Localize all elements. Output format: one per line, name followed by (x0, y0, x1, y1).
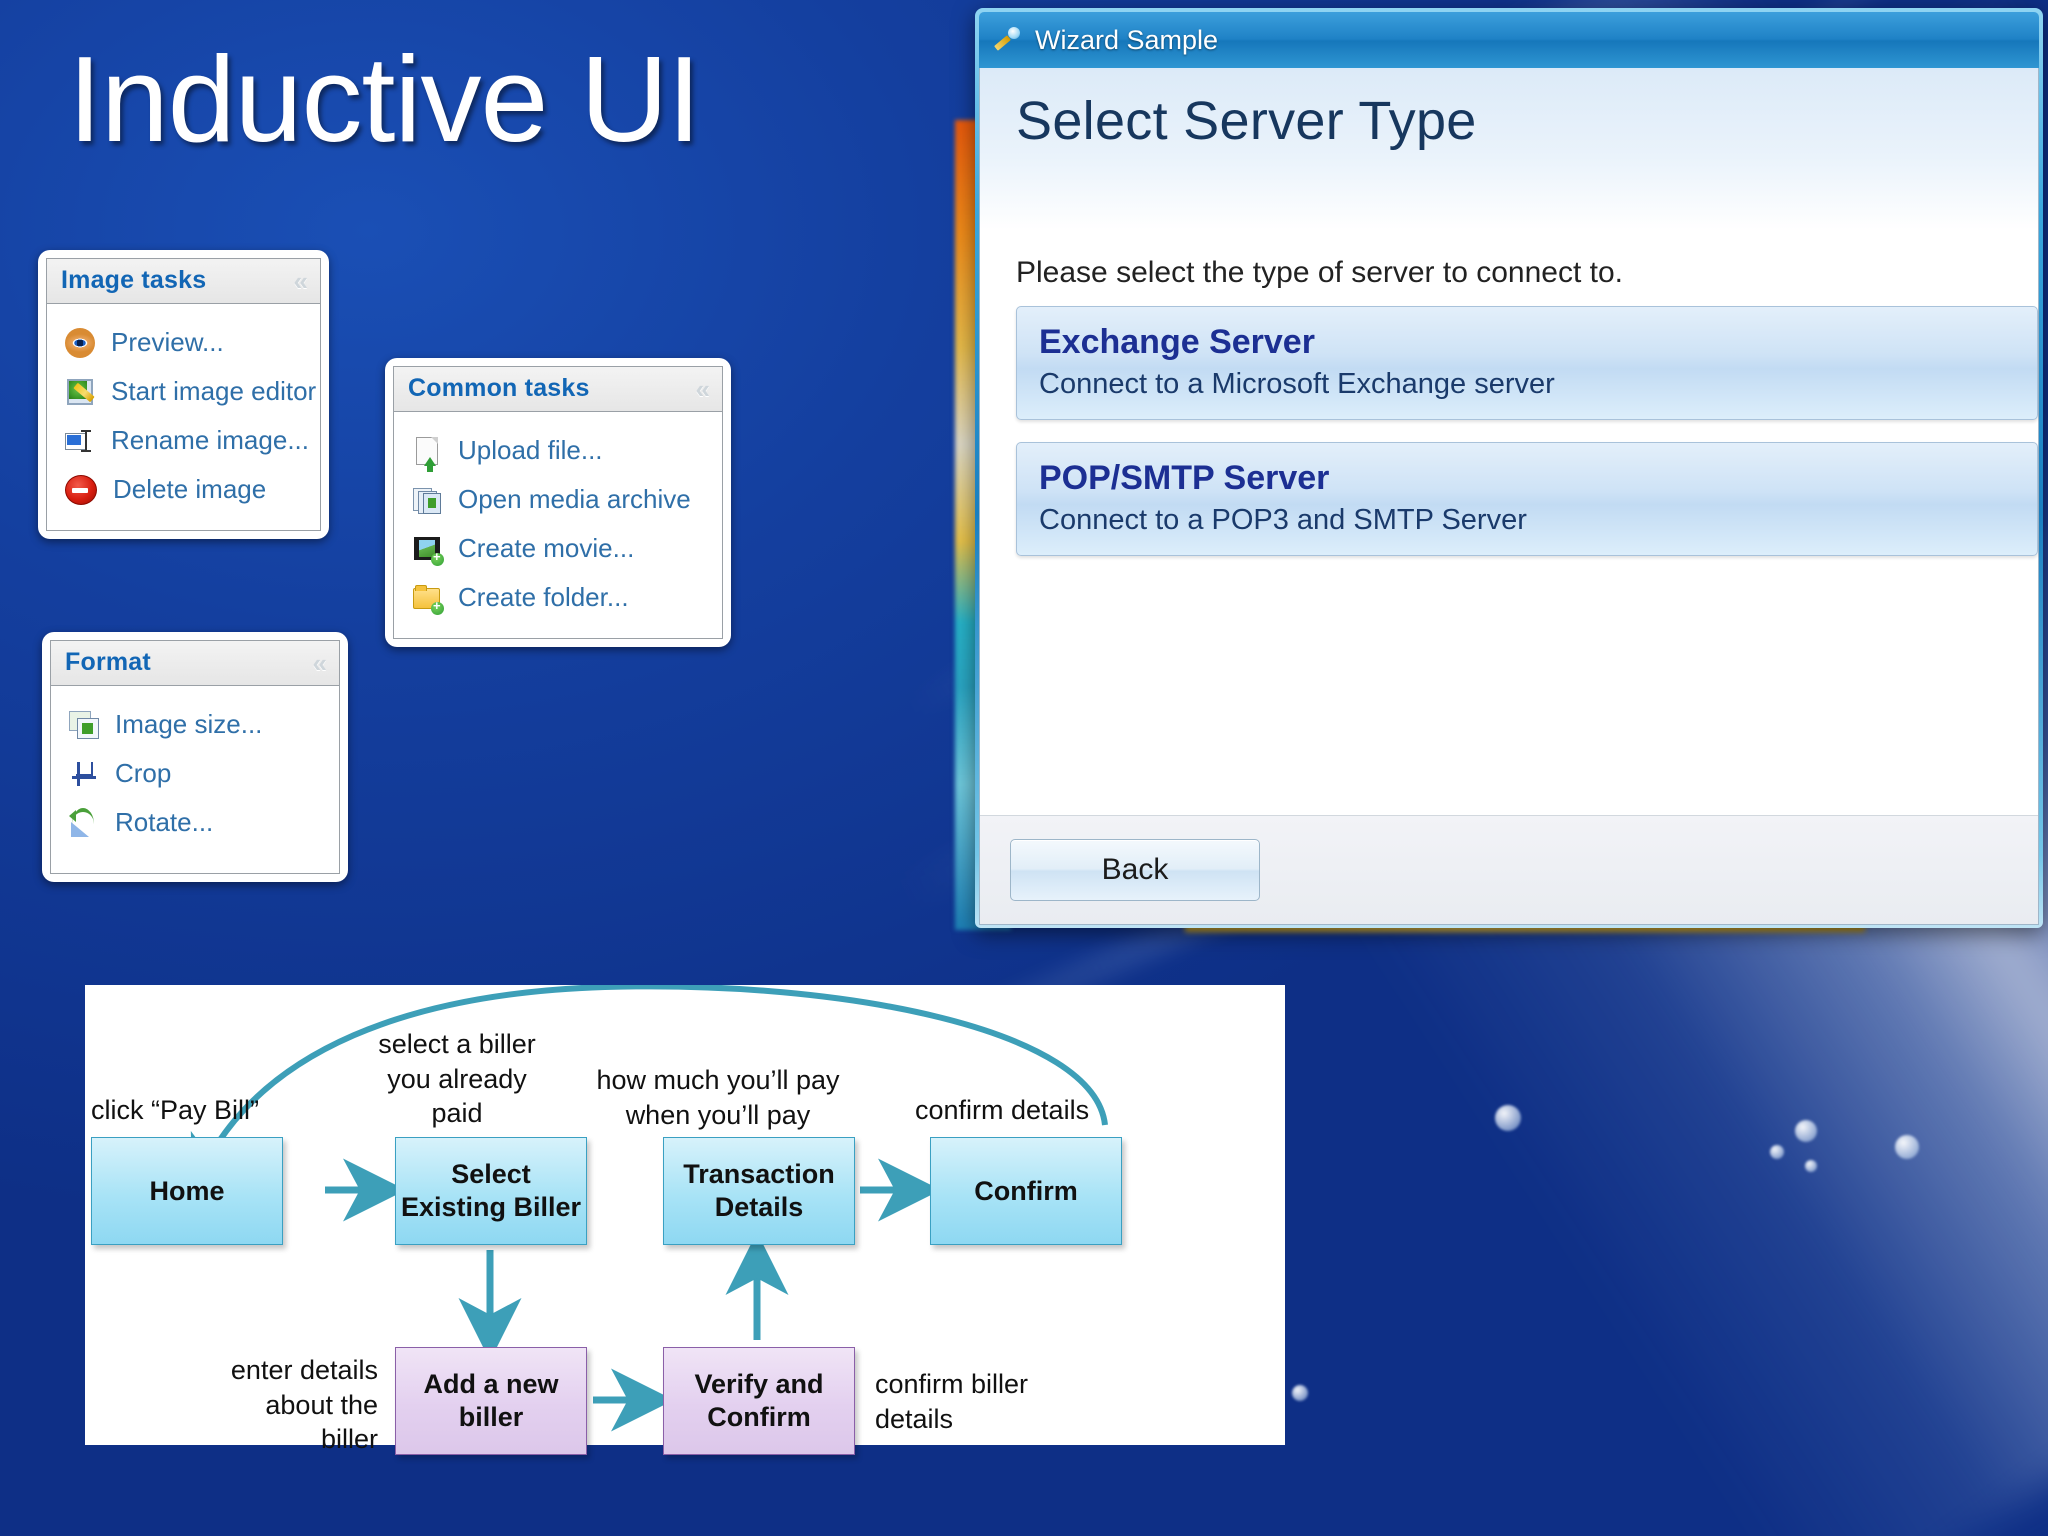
upload-file-icon (412, 436, 442, 472)
wizard-heading: Select Server Type (1016, 91, 1477, 151)
flow-label-confirm-details: confirm details (915, 1095, 1090, 1125)
flow-diagram-edges (190, 985, 1108, 1432)
option-title: POP/SMTP Server (1039, 459, 1330, 498)
option-description: Connect to a POP3 and SMTP Server (1039, 503, 1527, 536)
wizard-option-exchange-server[interactable]: Exchange Server Connect to a Microsoft E… (1016, 306, 2038, 421)
flow-node-add-a-new-biller[interactable]: Add a new biller (395, 1347, 587, 1455)
background-bubble (1805, 1160, 1817, 1172)
chevron-up-double-icon[interactable]: « (312, 647, 327, 678)
flow-label-select-a-biller: select a biller you already paid (378, 1029, 536, 1129)
task-item-label: Preview... (111, 327, 224, 357)
image-editor-icon (65, 377, 95, 407)
task-item-label: Image size... (115, 709, 263, 739)
task-pane-inner: Format « Image size... Crop Rotate... (50, 640, 340, 874)
task-pane-inner: Common tasks « Upload file... Open media… (393, 366, 723, 639)
image-size-icon (69, 710, 99, 740)
wizard-option-list: Exchange Server Connect to a Microsoft E… (980, 300, 2038, 578)
wizard-window-title: Wizard Sample (1035, 24, 1219, 55)
wizard-titlebar[interactable]: Wizard Sample (979, 12, 2039, 68)
task-item-create-movie[interactable]: Create movie... (406, 524, 712, 573)
crop-icon (69, 759, 99, 789)
flow-label-confirm-biller-details: confirm biller details (875, 1369, 1029, 1434)
task-item-label: Crop (115, 758, 172, 788)
task-pane-header[interactable]: Image tasks « (47, 259, 320, 304)
option-description: Connect to a Microsoft Exchange server (1039, 367, 1555, 400)
task-item-image-size[interactable]: Image size... (63, 700, 329, 749)
create-movie-icon (412, 534, 444, 566)
background-bubble (1895, 1135, 1919, 1159)
task-item-label: Open media archive (458, 484, 691, 514)
task-pane-title: Format (65, 648, 151, 676)
task-item-label: Upload file... (458, 435, 603, 465)
task-pane-body: Preview... Start image editor Rename ima… (47, 304, 320, 530)
task-item-rotate[interactable]: Rotate... (63, 798, 329, 847)
task-item-start-image-editor[interactable]: Start image editor (59, 367, 316, 416)
flow-node-home[interactable]: Home (91, 1137, 283, 1245)
task-item-open-media-archive[interactable]: Open media archive (406, 475, 712, 524)
create-folder-icon (412, 583, 444, 615)
chevron-up-double-icon[interactable]: « (695, 373, 710, 404)
delete-icon (65, 474, 97, 505)
media-archive-icon (412, 485, 442, 515)
flow-node-select-existing-biller[interactable]: Select Existing Biller (395, 1137, 587, 1245)
wizard-option-pop-smtp-server[interactable]: POP/SMTP Server Connect to a POP3 and SM… (1016, 442, 2038, 557)
wizard-window: Wizard Sample Select Server Type Please … (975, 8, 2043, 928)
task-item-label: Rename image... (111, 425, 309, 455)
task-pane-format: Format « Image size... Crop Rotate... (42, 632, 348, 882)
wizard-window-region: Wizard Sample Select Server Type Please … (955, 0, 2048, 960)
wizard-footer: Back (980, 815, 2038, 924)
task-item-crop[interactable]: Crop (63, 749, 329, 798)
task-item-create-folder[interactable]: Create folder... (406, 573, 712, 622)
task-pane-title: Common tasks (408, 374, 590, 402)
task-item-label: Create movie... (458, 533, 635, 563)
task-pane-header[interactable]: Common tasks « (394, 367, 722, 412)
flow-diagram: Home Select Existing Biller Transaction … (85, 985, 1285, 1455)
option-title: Exchange Server (1039, 323, 1315, 361)
flow-label-click-pay-bill: click “Pay Bill” (91, 1095, 260, 1125)
background-bubble (1495, 1105, 1521, 1131)
chevron-up-double-icon[interactable]: « (293, 265, 308, 296)
flow-label-enter-details: enter details about the biller (230, 1355, 378, 1455)
wizard-content-spacer (980, 578, 2038, 815)
background-bubble (1770, 1145, 1784, 1159)
task-item-delete-image[interactable]: Delete image (59, 465, 310, 514)
task-pane-body: Upload file... Open media archive Create… (394, 412, 722, 638)
wizard-instruction: Please select the type of server to conn… (1016, 256, 1624, 289)
task-pane-body: Image size... Crop Rotate... (51, 686, 339, 873)
task-pane-common-tasks: Common tasks « Upload file... Open media… (385, 358, 731, 647)
flow-node-verify-and-confirm[interactable]: Verify and Confirm (663, 1347, 855, 1455)
flow-node-transaction-details[interactable]: Transaction Details (663, 1137, 855, 1245)
eye-icon (65, 327, 95, 358)
rotate-icon (69, 807, 99, 838)
task-item-preview[interactable]: Preview... (59, 318, 310, 367)
wizard-wand-icon (993, 26, 1021, 54)
task-item-rename-image[interactable]: Rename image... (59, 416, 310, 465)
task-item-label: Start image editor (111, 376, 317, 406)
task-item-label: Delete image (113, 474, 267, 504)
task-item-upload-file[interactable]: Upload file... (406, 426, 712, 475)
task-pane-header[interactable]: Format « (51, 641, 339, 686)
wizard-hero: Select Server Type (980, 68, 2038, 230)
task-item-label: Rotate... (115, 807, 214, 837)
task-pane-inner: Image tasks « Preview... Start image edi… (46, 258, 321, 531)
background-bubble (1292, 1385, 1308, 1401)
task-item-label: Create folder... (458, 582, 629, 612)
wizard-body: Select Server Type Please select the typ… (979, 68, 2039, 925)
flow-node-confirm[interactable]: Confirm (930, 1137, 1122, 1245)
task-pane-title: Image tasks (61, 266, 207, 294)
edge-confirm-to-home (190, 985, 1108, 1192)
task-pane-image-tasks: Image tasks « Preview... Start image edi… (38, 250, 329, 539)
flow-label-how-much-youll-pay: how much you’ll pay when you’ll pay (596, 1065, 840, 1130)
back-button[interactable]: Back (1010, 839, 1260, 901)
slide-title: Inductive UI (68, 31, 701, 167)
rename-icon (65, 426, 95, 456)
background-bubble (1795, 1120, 1817, 1142)
